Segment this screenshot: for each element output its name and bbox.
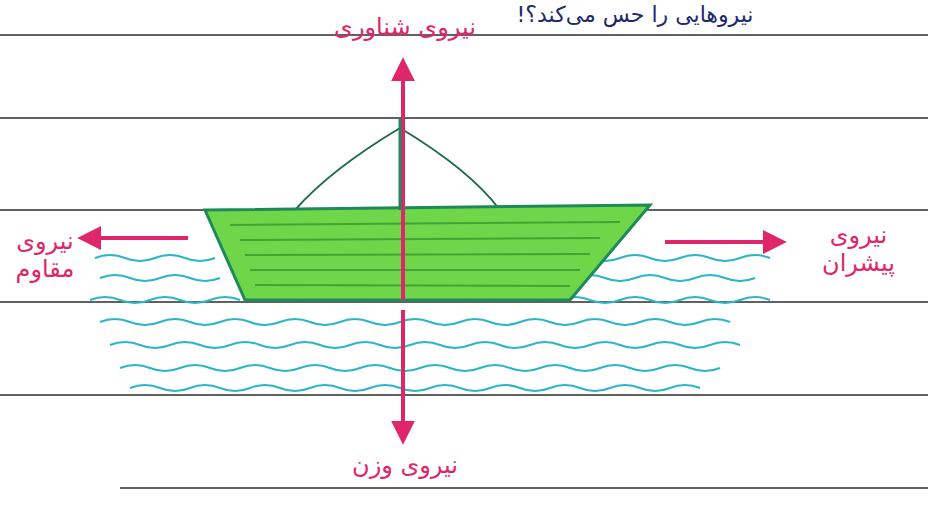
hull-shading <box>230 222 620 286</box>
buoyancy-label: نیروی شناوری <box>310 14 500 42</box>
weight-label: نیروی وزن <box>325 452 485 480</box>
boat-hull <box>205 205 650 300</box>
resistance-label: نیروی مقاوم <box>2 228 88 283</box>
thrust-label: نیروی پیشران <box>796 222 921 277</box>
sail-ropes <box>295 128 500 210</box>
force-arrows <box>82 62 782 440</box>
ruled-lines <box>0 35 928 488</box>
question-heading: نیروهایی را حس می‌کند؟! <box>470 2 800 27</box>
mast <box>399 118 402 210</box>
